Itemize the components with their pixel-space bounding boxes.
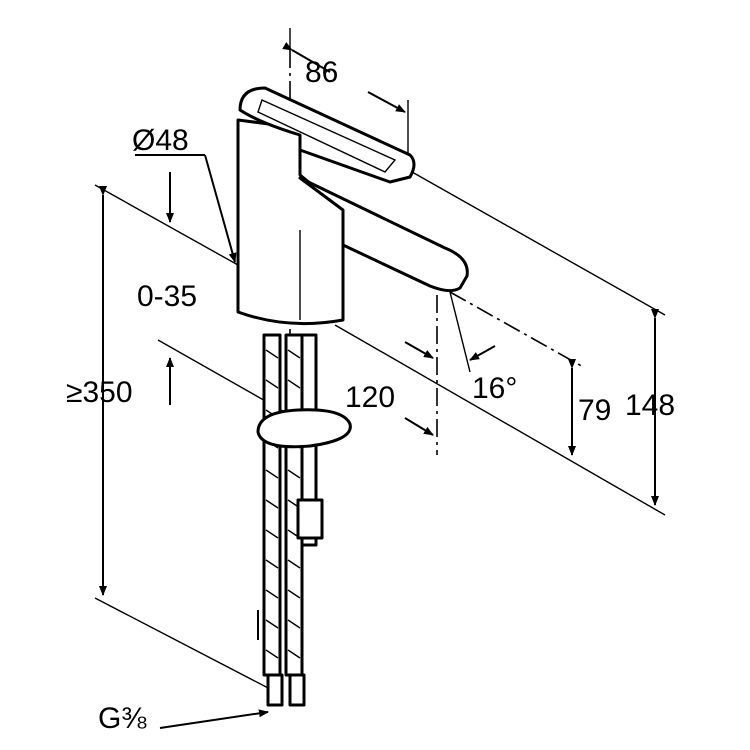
dim-hose-length: ≥350 bbox=[66, 376, 133, 409]
dim-total-height: 148 bbox=[625, 389, 675, 422]
dim-deck-thickness: 0-35 bbox=[137, 280, 197, 313]
dim-connection-thread: G⅜ bbox=[98, 702, 147, 735]
dimension-lines bbox=[99, 42, 659, 729]
dim-spout-height: 79 bbox=[578, 394, 611, 427]
dim-spout-reach: 120 bbox=[345, 381, 395, 414]
dim-spout-angle: 16° bbox=[472, 372, 517, 405]
dim-86: 86 bbox=[305, 56, 338, 89]
faucet-illustration bbox=[236, 86, 469, 707]
extension-lines bbox=[94, 28, 666, 691]
dim-diameter-48: Ø48 bbox=[132, 124, 189, 157]
